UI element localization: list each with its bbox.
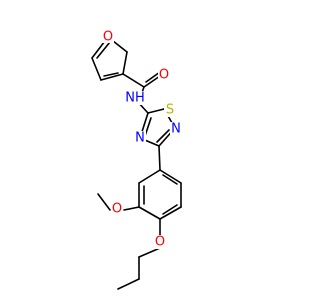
methoxy-group [97, 193, 140, 211]
svg-text:S: S [166, 103, 174, 118]
propoxy-oxygen-label: O [154, 235, 166, 250]
thiadiazole-sulfur-label: S [164, 103, 176, 118]
thiadiazole-n2-label: N [170, 122, 182, 137]
phenyl-ring [138, 145, 182, 220]
furan-ring [91, 36, 128, 81]
svg-text:O: O [112, 202, 122, 217]
svg-text:O: O [103, 30, 113, 45]
svg-text:N: N [171, 122, 181, 137]
svg-text:O: O [159, 68, 169, 83]
thiadiazole-n4-label: N [134, 131, 146, 146]
svg-text:O: O [155, 235, 165, 250]
propoxy-chain [117, 218, 161, 290]
atom-labels: O O NH S N N O O [102, 29, 182, 250]
furan-oxygen-label: O [102, 29, 114, 45]
svg-text:NH: NH [125, 91, 145, 106]
chemical-structure: O O NH S N N O O [91, 29, 182, 290]
svg-text:N: N [135, 131, 145, 146]
carbonyl-oxygen-label: O [158, 68, 170, 83]
methoxy-oxygen-label: O [111, 202, 123, 217]
amide-nh-label: NH [124, 91, 146, 106]
